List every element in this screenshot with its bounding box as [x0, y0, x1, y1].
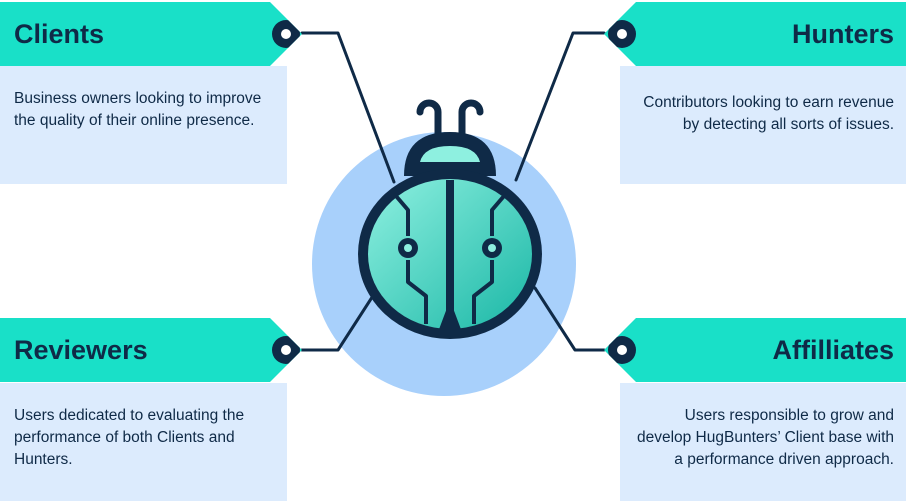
affiliates-description-box: Users responsible to grow and develop Hu… [620, 383, 906, 501]
hunters-description: Contributors looking to earn revenue by … [643, 94, 894, 133]
clients-title: Clients [14, 18, 105, 49]
reviewers-description-box: Users dedicated to evaluating the perfor… [0, 383, 287, 501]
clients-description-box: Business owners looking to improve the q… [0, 66, 287, 184]
clients-description: Business owners looking to improve the q… [14, 90, 262, 129]
affiliates-description: Users responsible to grow and develop Hu… [636, 407, 894, 468]
affiliates-title: Affilliates [772, 334, 894, 365]
bug-icon [358, 99, 542, 339]
connector-clients [300, 31, 396, 184]
hunters-description-box: Contributors looking to earn revenue by … [620, 66, 906, 184]
connector-hunters [514, 31, 606, 182]
reviewers-description: Users dedicated to evaluating the perfor… [14, 407, 245, 468]
hunters-tag: Hunters [604, 2, 906, 66]
hunters-title: Hunters [791, 18, 894, 49]
reviewers-title: Reviewers [14, 334, 148, 365]
reviewers-tag: Reviewers [0, 318, 302, 382]
connector-reviewers [300, 286, 380, 352]
connector-affiliates [533, 286, 606, 352]
clients-tag: Clients [0, 2, 302, 66]
affiliates-tag: Affilliates [604, 318, 906, 382]
